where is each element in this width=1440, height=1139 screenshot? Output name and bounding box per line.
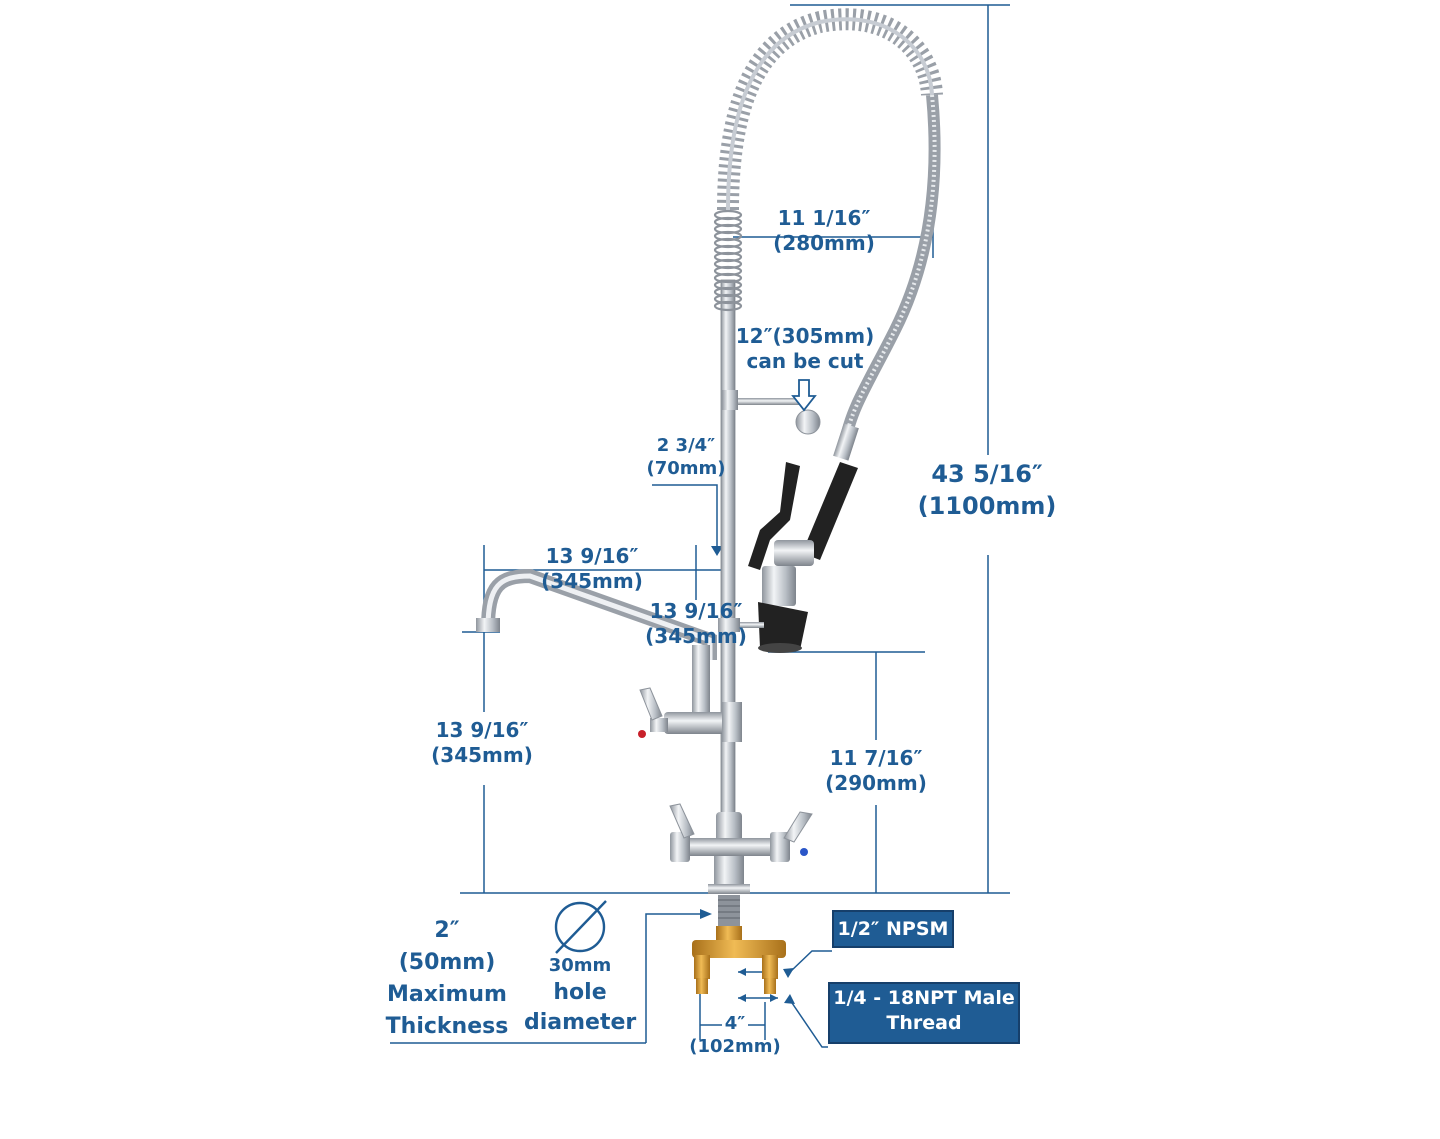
spout-reach-mid-label: 13 9/16″ (345mm) — [634, 599, 758, 649]
spout-height-inches: 13 9/16″ — [435, 718, 529, 742]
spout-reach-top-mm: (345mm) — [541, 569, 643, 593]
faucet-body — [476, 8, 943, 994]
thread-callout-line-1: 1/4 - 18NPT Male — [833, 987, 1015, 1009]
max-thickness-word-2: Thickness — [385, 1013, 509, 1039]
sprayer-height-label: 11 7/16″ (290mm) — [814, 746, 938, 796]
hole-diameter-mm: 30mm — [548, 955, 612, 976]
inlet-spacing-inches: 4″ — [724, 1013, 746, 1034]
hose-width-inches: 11 1/16″ — [777, 206, 871, 230]
wall-bracket-offset-mm: (70mm) — [646, 457, 726, 479]
brass-inlet — [692, 926, 786, 994]
total-height-label: 43 5/16″ (1100mm) — [912, 458, 1062, 523]
cut-length-label: 12″(305mm) can be cut — [730, 324, 880, 374]
thread-callout: 1/4 - 18NPT Male Thread — [828, 982, 1020, 1044]
hole-diameter-label: 30mm hole diameter — [524, 954, 636, 1038]
diameter-icon — [554, 900, 607, 954]
down-arrow-icon — [791, 379, 817, 412]
wall-bracket-offset-label: 2 3/4″ (70mm) — [636, 435, 736, 480]
max-thickness-label: 2″ (50mm) Maximum Thickness — [380, 915, 514, 1043]
total-height-mm: (1100mm) — [917, 492, 1057, 521]
npsm-callout-text: 1/2″ NPSM — [837, 918, 949, 940]
spout-height-mm: (345mm) — [431, 743, 533, 767]
hose-width-mm: (280mm) — [773, 231, 875, 255]
inlet-spacing-label: 4″ (102mm) — [680, 1013, 790, 1058]
spout-reach-mid-inches: 13 9/16″ — [649, 599, 743, 623]
max-thickness-word-1: Maximum — [387, 981, 507, 1007]
hose-width-label: 11 1/16″ (280mm) — [764, 206, 884, 256]
npsm-callout: 1/2″ NPSM — [832, 910, 954, 948]
cut-length-note: can be cut — [746, 349, 864, 373]
sprayer-height-mm: (290mm) — [825, 771, 927, 795]
spout-reach-mid-mm: (345mm) — [645, 624, 747, 648]
dimension-arrowheads — [700, 546, 795, 1004]
spout-height-label: 13 9/16″ (345mm) — [420, 718, 544, 768]
cut-length-measure: 12″(305mm) — [735, 324, 875, 348]
max-thickness-mm: (50mm) — [398, 949, 496, 975]
dimension-lines — [390, 4, 1010, 1048]
hole-diameter-word-2: diameter — [524, 1009, 637, 1035]
sprayer-height-inches: 11 7/16″ — [829, 746, 923, 770]
spout-reach-top-label: 13 9/16″ (345mm) — [530, 544, 654, 594]
spring-coil — [713, 209, 743, 312]
max-thickness-inches: 2″ — [434, 918, 460, 943]
hole-diameter-word-1: hole — [553, 980, 607, 1006]
thread-callout-line-2: Thread — [886, 1011, 962, 1034]
total-height-inches: 43 5/16″ — [931, 460, 1043, 488]
inlet-spacing-mm: (102mm) — [689, 1035, 781, 1057]
spout-reach-top-inches: 13 9/16″ — [545, 544, 639, 568]
wall-bracket-offset-inches: 2 3/4″ — [656, 435, 716, 456]
